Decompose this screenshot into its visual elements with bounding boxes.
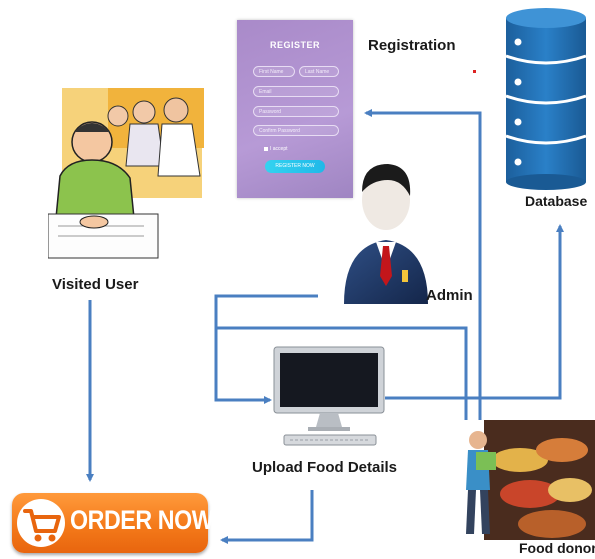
monitor-icon <box>273 346 385 446</box>
accept-checkbox <box>264 146 268 151</box>
arrow-donor-to-registration <box>364 109 482 420</box>
database-icon <box>505 8 587 190</box>
red-dot <box>473 70 476 73</box>
database-label: Database <box>525 193 588 209</box>
register-form-title: REGISTER <box>269 40 320 50</box>
registration-label: Registration <box>368 37 456 54</box>
arrow-monitor-to-database <box>385 224 564 400</box>
arrow-upload-to-order <box>220 490 314 544</box>
admin-icon <box>344 164 428 304</box>
order-now-label: ORDER NOW <box>70 505 214 535</box>
cart-icon <box>17 499 65 547</box>
admin-label: Admin <box>426 287 473 304</box>
confirm-password-field: Confirm Password <box>253 125 339 136</box>
register-form-screenshot: REGISTER First Name Last Name Email Pass… <box>237 20 353 198</box>
password-field: Password <box>253 106 339 117</box>
accept-terms-label: I accept <box>270 146 288 152</box>
accept-terms: I accept <box>264 146 288 152</box>
upload-food-details-label: Upload Food Details <box>252 459 398 476</box>
last-name-field: Last Name <box>299 66 339 77</box>
line-admin-to-donor <box>216 326 468 420</box>
food-donor-illustration <box>466 420 595 540</box>
visited-user-illustration <box>48 88 204 259</box>
register-now-button: REGISTER NOW <box>265 160 325 173</box>
first-name-field: First Name <box>253 66 295 77</box>
order-now-button[interactable]: ORDER NOW <box>12 493 214 553</box>
arrow-admin-to-monitor <box>214 294 318 404</box>
food-donor-label: Food donor <box>519 540 595 556</box>
email-field: Email <box>253 86 339 97</box>
visited-user-label: Visited User <box>52 276 139 293</box>
